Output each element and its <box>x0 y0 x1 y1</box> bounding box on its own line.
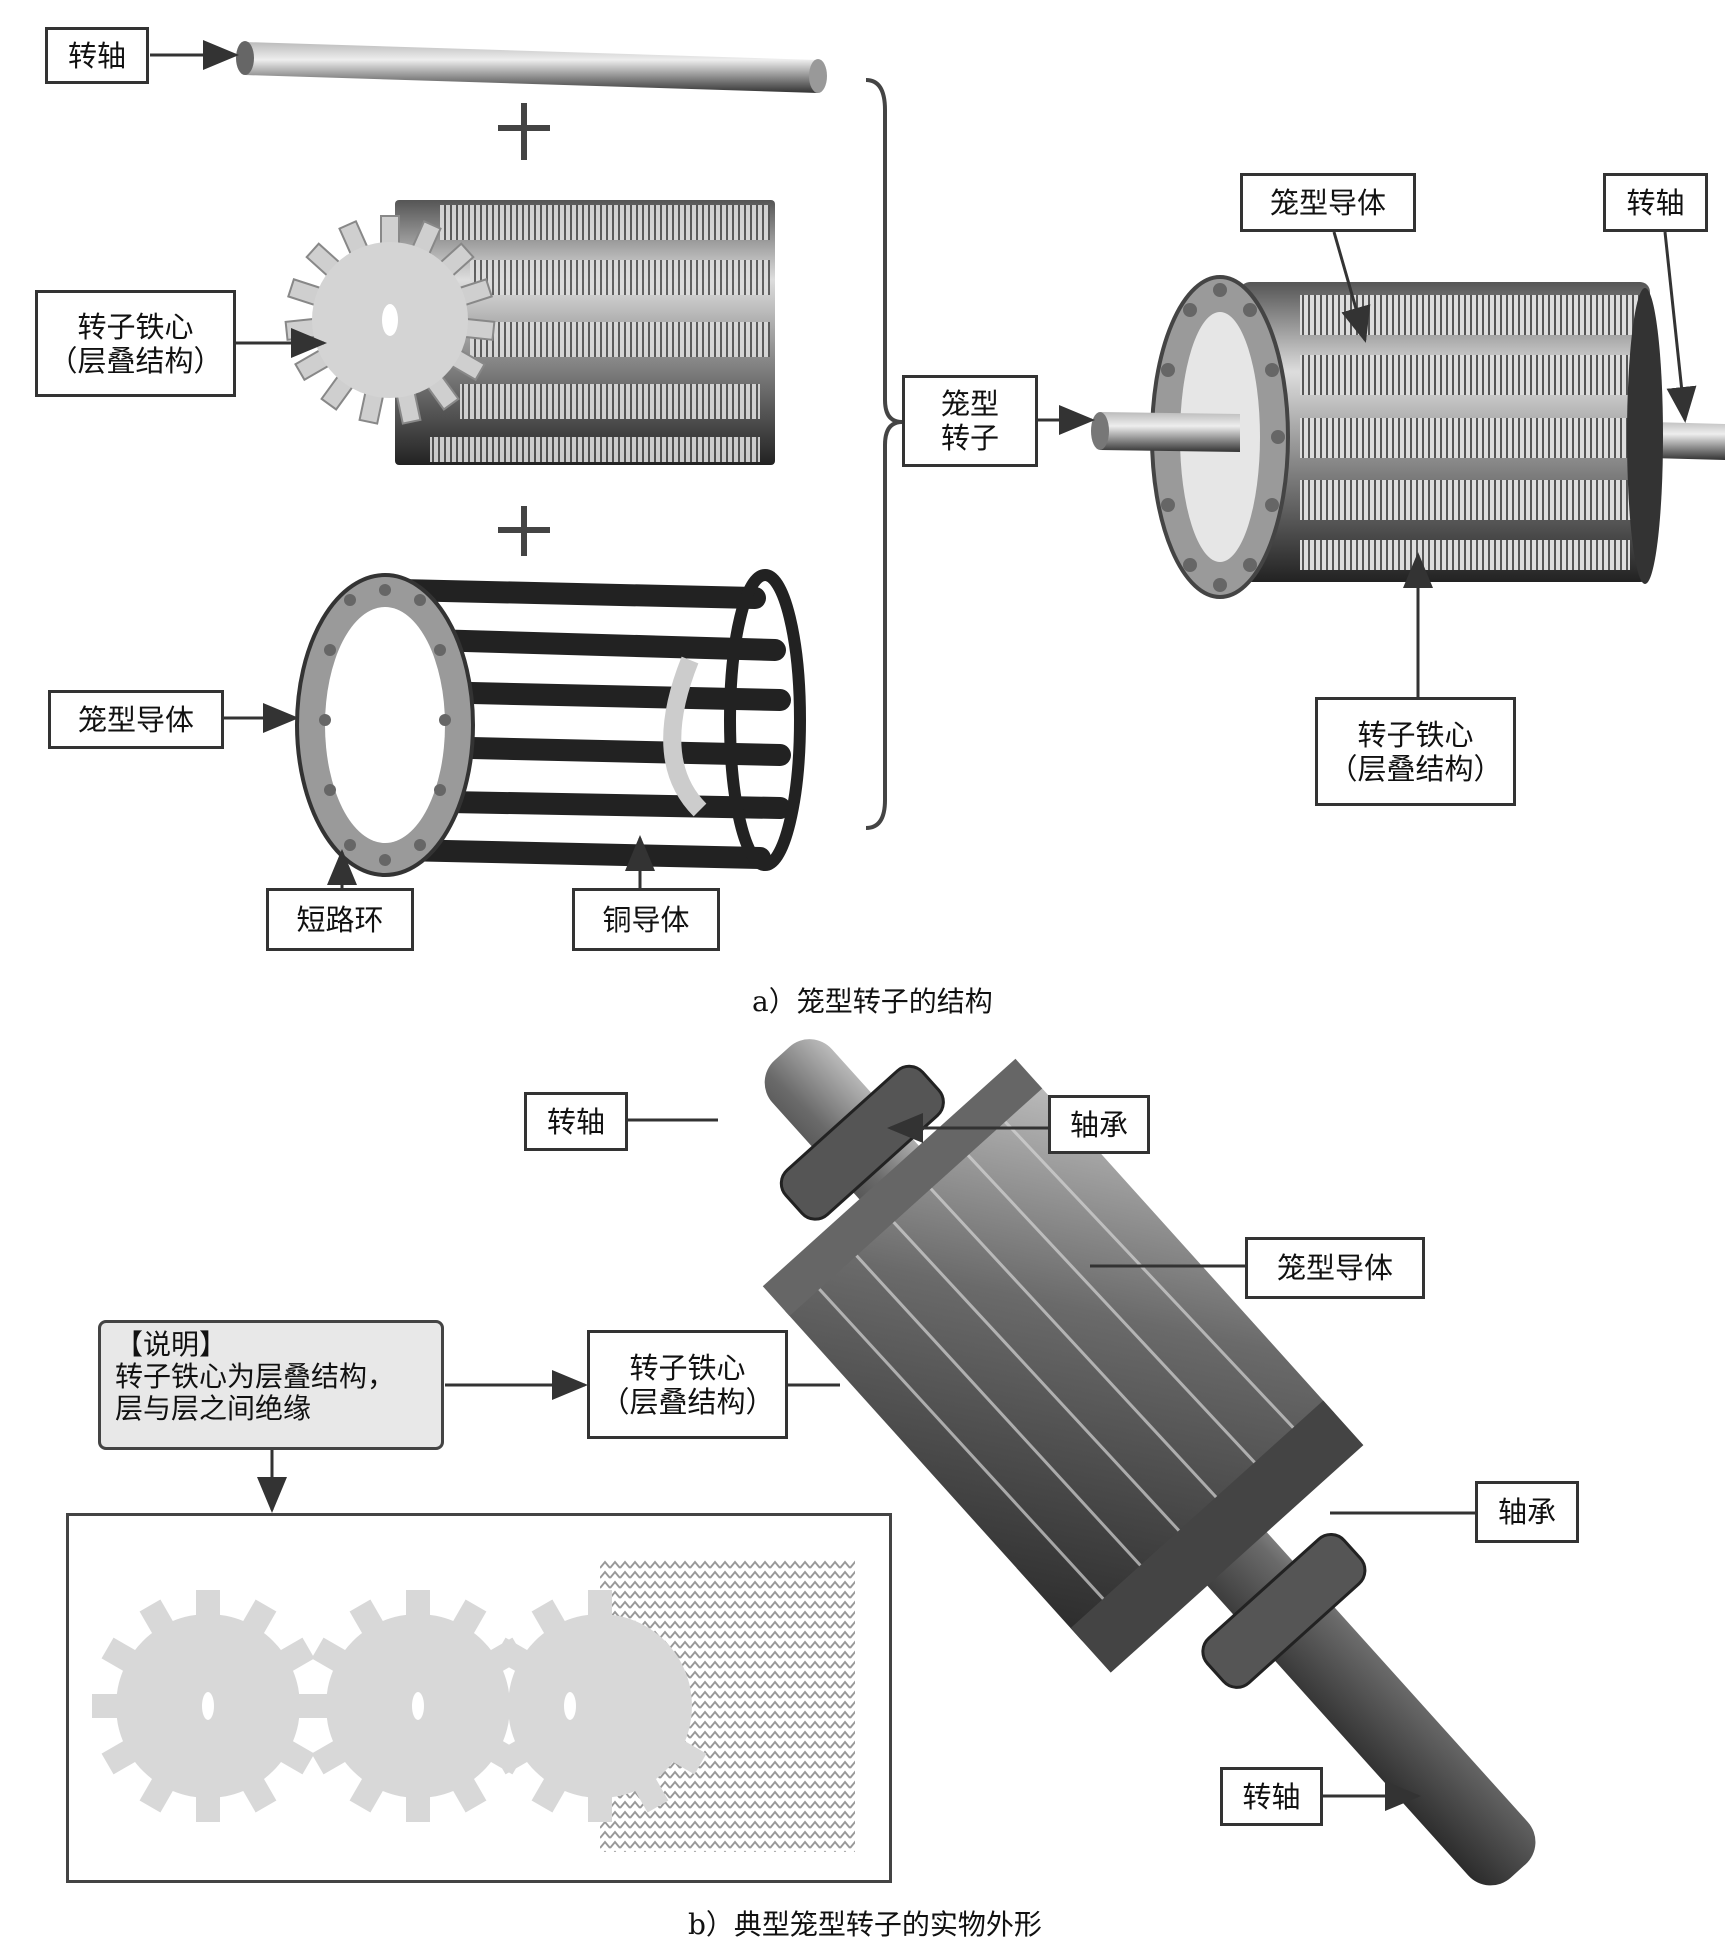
lamination-gears-illustration <box>92 1560 855 1852</box>
assembled-rotor-core-label: 转子铁心 （层叠结构） <box>1315 697 1516 806</box>
short-circuit-ring-label: 短路环 <box>266 888 414 951</box>
rotor-core-illustration <box>284 200 775 465</box>
bearing-bottom-label: 轴承 <box>1475 1481 1579 1543</box>
caption-b: b）典型笼型转子的实物外形 <box>688 1908 1042 1941</box>
cage-rotor-label: 笼型 转子 <box>902 375 1038 467</box>
copper-conductor-label: 铜导体 <box>572 888 720 951</box>
explanation-note: 【说明】 转子铁心为层叠结构， 层与层之间绝缘 <box>98 1320 444 1450</box>
photo-cage-conductor-label: 笼型导体 <box>1245 1237 1425 1299</box>
shaft-illustration <box>236 41 827 93</box>
rotor-photo-illustration <box>762 1039 1536 1886</box>
squirrel-cage-illustration <box>295 569 806 877</box>
assembled-shaft-label: 转轴 <box>1603 173 1708 232</box>
photo-rotor-core-label: 转子铁心 （层叠结构） <box>587 1330 788 1439</box>
lamination-inset-frame <box>66 1513 892 1883</box>
rotor-core-label: 转子铁心 （层叠结构） <box>35 290 236 397</box>
assembled-rotor-illustration <box>1091 275 1725 599</box>
cage-conductor-label: 笼型导体 <box>48 690 224 749</box>
caption-a: a）笼型转子的结构 <box>752 985 993 1018</box>
bearing-top-label: 轴承 <box>1048 1095 1150 1154</box>
assembled-cage-conductor-label: 笼型导体 <box>1240 173 1416 232</box>
shaft-bottom-label: 转轴 <box>1220 1767 1323 1826</box>
grouping-brace <box>865 78 903 830</box>
plus-sign <box>498 103 550 556</box>
shaft-label: 转轴 <box>45 27 149 84</box>
shaft-top-label: 转轴 <box>524 1092 628 1151</box>
